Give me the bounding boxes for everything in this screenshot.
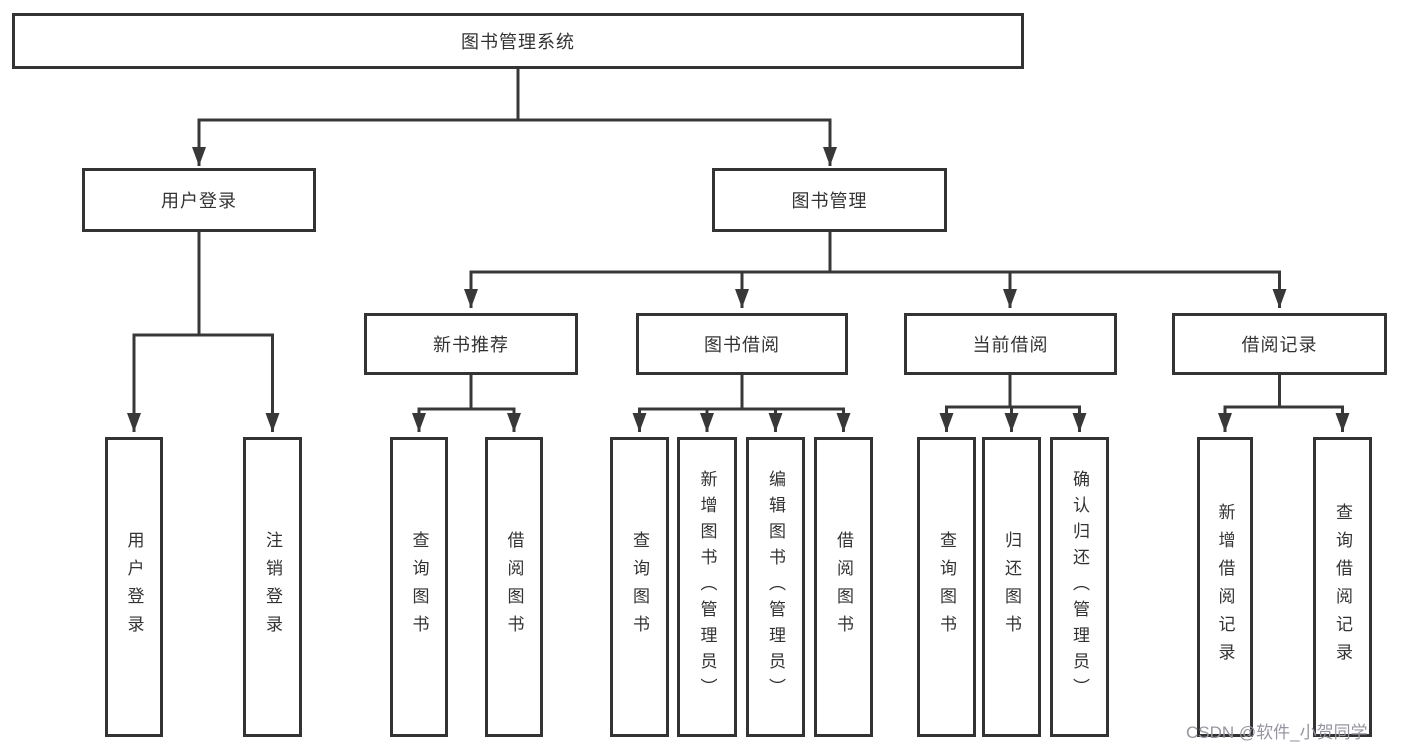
leaf-return-books: 归还图书 bbox=[982, 437, 1041, 737]
node-label: 查询图书 bbox=[937, 531, 956, 643]
node-label: 当前借阅 bbox=[972, 335, 1049, 355]
node-user-login: 用户登录 bbox=[82, 168, 316, 232]
connector-new-book-recommendation bbox=[412, 375, 521, 432]
node-label: 新增借阅记录 bbox=[1215, 503, 1235, 671]
node-label: 查询借阅记录 bbox=[1333, 503, 1352, 671]
leaf-query-books-recommend: 查询图书 bbox=[390, 437, 448, 737]
node-label: 图书管理 bbox=[791, 191, 868, 211]
node-borrowing-records: 借阅记录 bbox=[1172, 313, 1387, 375]
node-book-borrowing: 图书借阅 bbox=[636, 313, 848, 375]
node-library-system: 图书管理系统 bbox=[12, 13, 1024, 69]
node-label: 查询图书 bbox=[409, 531, 429, 643]
leaf-query-books-borrowing: 查询图书 bbox=[610, 437, 669, 737]
node-book-management: 图书管理 bbox=[712, 168, 947, 232]
node-label: 注销登录 bbox=[263, 531, 282, 643]
connector-user-login bbox=[127, 232, 280, 432]
leaf-borrow-books-recommend: 借阅图书 bbox=[485, 437, 543, 737]
leaf-user-login: 用户登录 bbox=[105, 437, 163, 737]
node-label: 用户登录 bbox=[161, 191, 237, 211]
node-label: 图书借阅 bbox=[704, 335, 780, 355]
connector-current-borrowing bbox=[939, 375, 1087, 432]
csdn-watermark: CSDN @软件_小贺同学 bbox=[1186, 723, 1368, 742]
node-label: 确认归还（管理员） bbox=[1070, 470, 1089, 704]
leaf-borrow-books: 借阅图书 bbox=[814, 437, 873, 737]
node-label: 新增图书（管理员） bbox=[697, 470, 717, 704]
leaf-query-borrow-record: 查询借阅记录 bbox=[1313, 437, 1372, 737]
node-current-borrowing: 当前借阅 bbox=[904, 313, 1117, 375]
connector-book-management bbox=[464, 232, 1287, 308]
leaf-edit-books-admin: 编辑图书（管理员） bbox=[746, 437, 805, 737]
node-label: 查询图书 bbox=[630, 531, 649, 643]
node-label: 编辑图书（管理员） bbox=[766, 470, 785, 704]
node-label: 用户登录 bbox=[124, 531, 144, 643]
node-label: 借阅记录 bbox=[1241, 335, 1318, 355]
leaf-add-borrow-record: 新增借阅记录 bbox=[1197, 437, 1253, 737]
node-label: 借阅图书 bbox=[504, 531, 524, 643]
leaf-query-books-current: 查询图书 bbox=[917, 437, 976, 737]
connector-borrowing-records bbox=[1218, 375, 1350, 432]
leaf-confirm-return-admin: 确认归还（管理员） bbox=[1050, 437, 1109, 737]
leaf-logout: 注销登录 bbox=[243, 437, 302, 737]
connector-book-borrowing bbox=[632, 375, 851, 432]
node-label: 借阅图书 bbox=[834, 531, 853, 643]
leaf-add-books-admin: 新增图书（管理员） bbox=[677, 437, 737, 737]
node-label: 新书推荐 bbox=[433, 335, 509, 355]
node-label: 归还图书 bbox=[1002, 531, 1021, 643]
node-label: 图书管理系统 bbox=[461, 32, 575, 52]
node-new-book-recommendation: 新书推荐 bbox=[364, 313, 578, 375]
connector-root bbox=[192, 69, 837, 166]
